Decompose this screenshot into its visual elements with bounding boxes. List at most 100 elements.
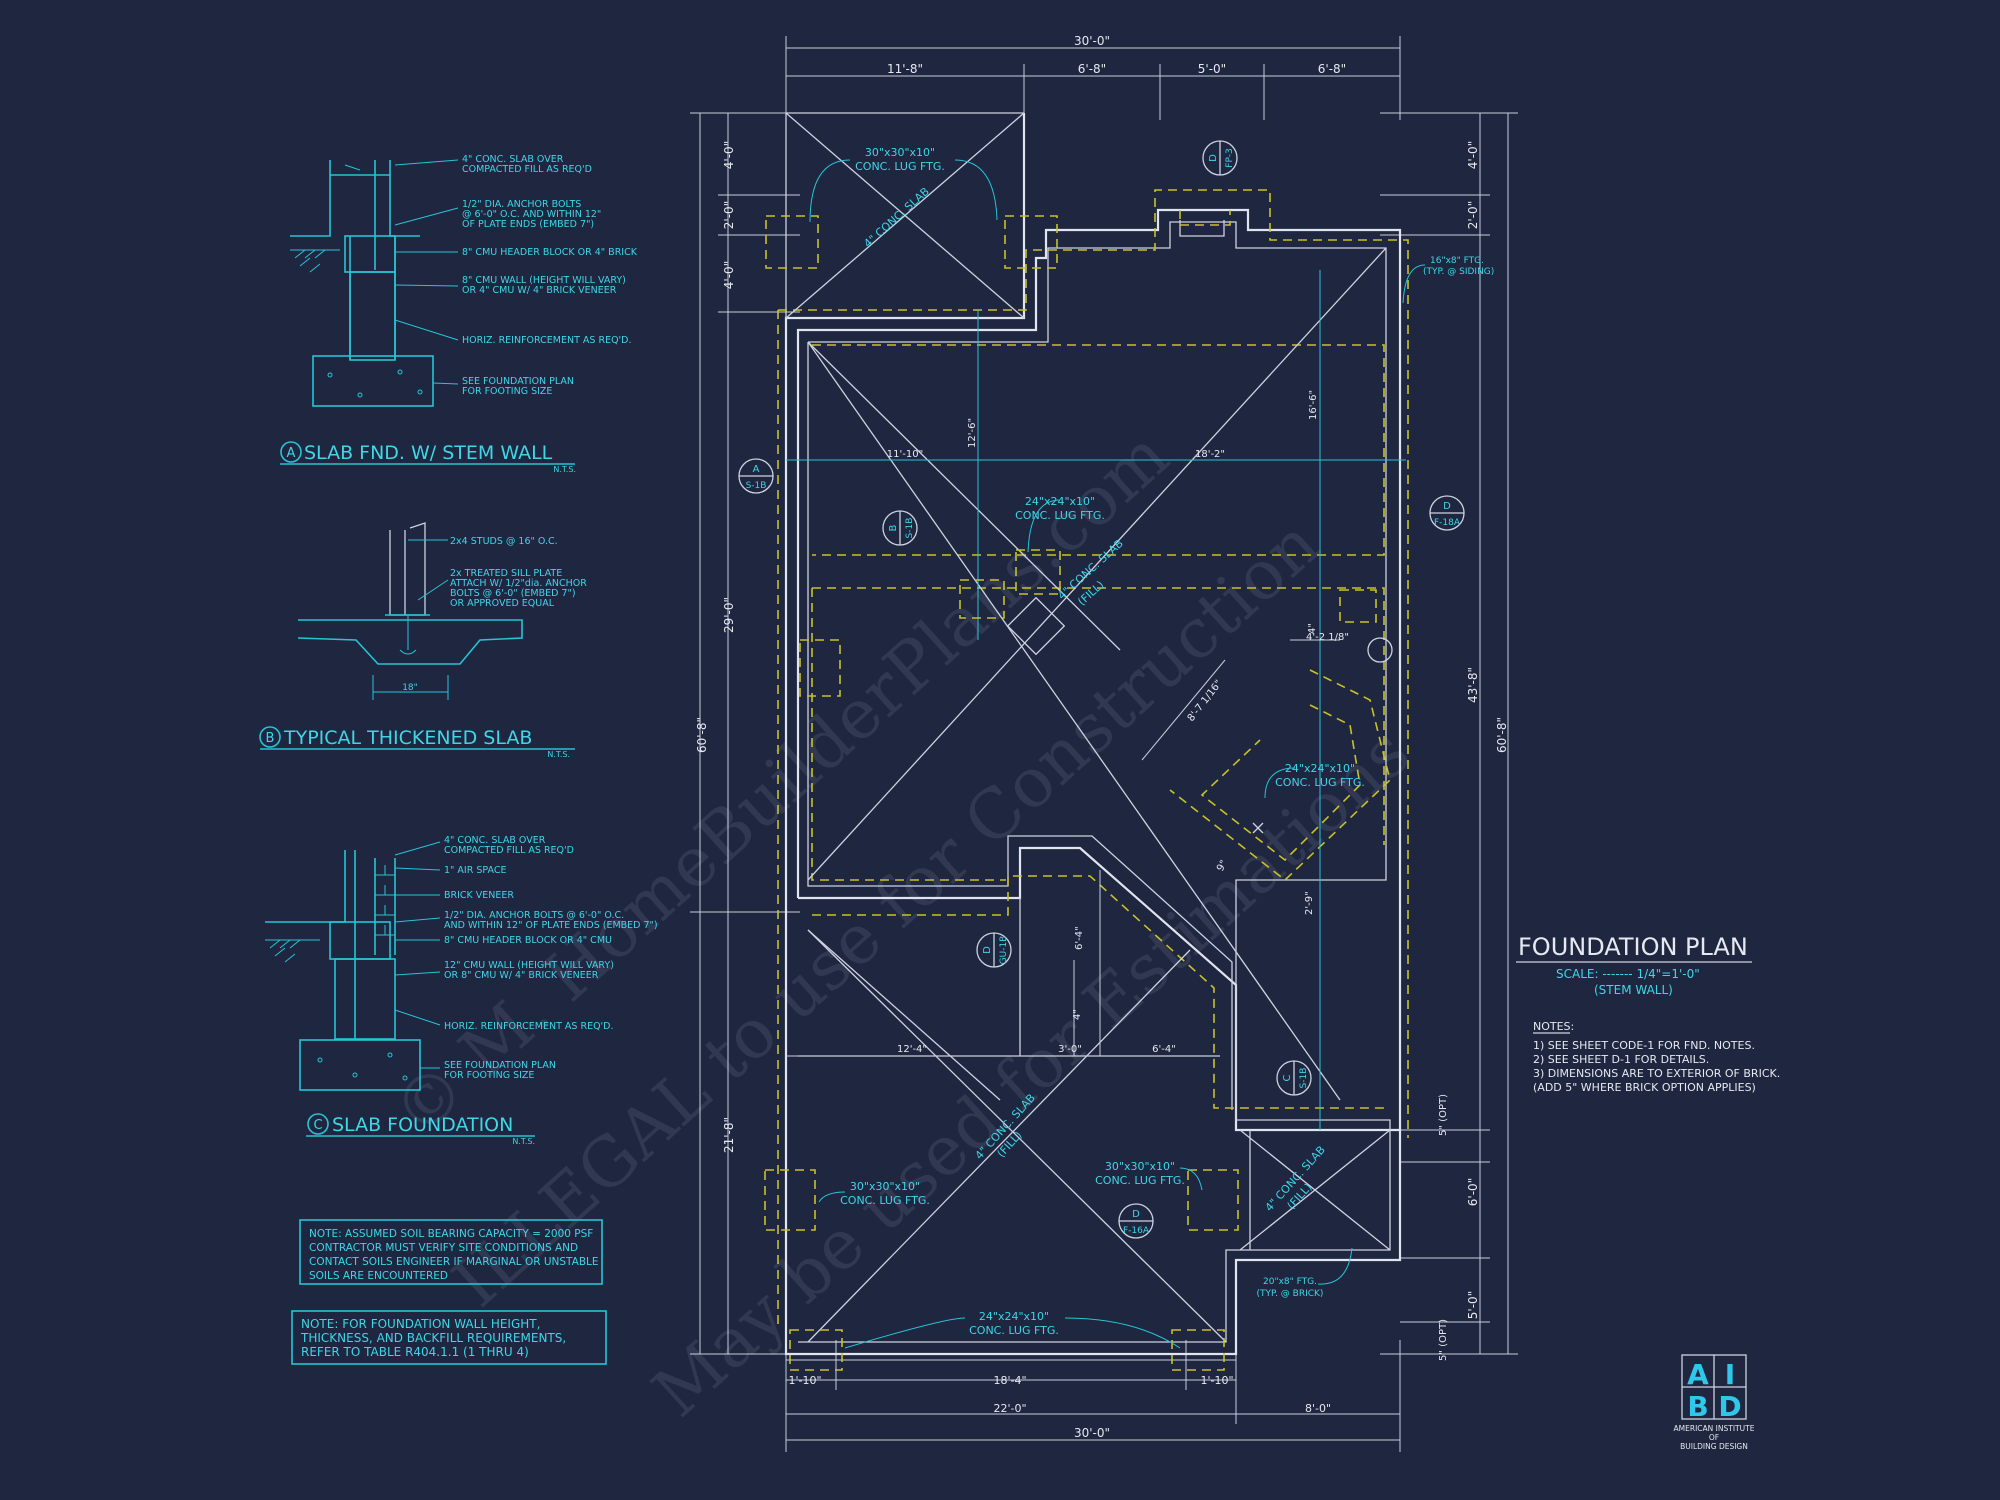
dim-bottom-3: 1'-10" xyxy=(1200,1374,1233,1387)
detail-b-note-3: ATTACH W/ 1/2"dia. ANCHOR xyxy=(450,578,587,589)
dim-left-overall: 60'-8" xyxy=(695,717,709,753)
idim-v-6-4: 6'-4" xyxy=(1074,926,1085,950)
detail-b-note-5: OR APPROVED EQUAL xyxy=(450,598,555,609)
label-lug-24-bottom-1: 24"x24"x10" xyxy=(979,1310,1049,1323)
detail-b-note-1: 2x4 STUDS @ 16" O.C. xyxy=(450,536,558,547)
dim-right-6: 5'-0" xyxy=(1466,1291,1480,1319)
dim-right-3: 43'-8" xyxy=(1466,667,1480,703)
label-lug-24-right-1: 24"x24"x10" xyxy=(1285,762,1355,775)
note-4: (ADD 5" WHERE BRICK OPTION APPLIES) xyxy=(1533,1081,1756,1094)
wall-note-line-1: NOTE: FOR FOUNDATION WALL HEIGHT, xyxy=(301,1317,540,1331)
svg-text:GU-1B: GU-1B xyxy=(999,936,1009,965)
detail-c-note-5: 1/2" DIA. ANCHOR BOLTS @ 6'-0" O.C. xyxy=(444,910,624,921)
logo-letter-d: D xyxy=(1718,1390,1741,1423)
wall-note-box: NOTE: FOR FOUNDATION WALL HEIGHT, THICKN… xyxy=(291,1310,607,1365)
soil-note-line-4: SOILS ARE ENCOUNTERED xyxy=(309,1270,448,1282)
detail-b-title: TYPICAL THICKENED SLAB xyxy=(283,727,532,749)
svg-text:S-1B: S-1B xyxy=(905,518,915,539)
svg-text:FP-3: FP-3 xyxy=(1225,148,1235,167)
detail-a-note-7: 8" CMU WALL (HEIGHT WILL VARY) xyxy=(462,275,626,286)
label-ftg-16-2: (TYP. @ SIDING) xyxy=(1423,267,1494,277)
detail-c-note-6: AND WITHIN 12" OF PLATE ENDS (EMBED 7") xyxy=(444,920,658,931)
section-callout-b: B S-1B xyxy=(882,510,918,546)
detail-a-tag: A xyxy=(287,446,296,461)
detail-a-title: SLAB FND. W/ STEM WALL xyxy=(304,442,553,464)
idim-row-a-2: 18'-2" xyxy=(1195,449,1225,460)
detail-c-title: SLAB FOUNDATION xyxy=(332,1114,513,1136)
label-lug-24-mid-2: CONC. LUG FTG. xyxy=(1015,509,1105,522)
detail-a-note-1: 4" CONC. SLAB OVER xyxy=(462,154,564,165)
dim-left-1: 4'-0" xyxy=(722,141,736,169)
idim-row-b-1: 12'-4" xyxy=(897,1044,927,1055)
plan-dimensions: 30'-0" 11'-8" 6'-8" 5'-0" 6'-8" 1'-10" 1… xyxy=(690,34,1518,1452)
label-lug-24-mid-1: 24"x24"x10" xyxy=(1025,495,1095,508)
logo-letter-b: B xyxy=(1687,1390,1708,1423)
detail-a: 4" CONC. SLAB OVER COMPACTED FILL AS REQ… xyxy=(280,154,638,474)
label-lug-30-top-1: 30"x30"x10" xyxy=(865,146,935,159)
label-lug-30-left-2: CONC. LUG FTG. xyxy=(840,1194,930,1207)
label-ftg-20-2: (TYP. @ BRICK) xyxy=(1257,1289,1324,1299)
plan-scale: SCALE: ------- 1/4"=1'-0" xyxy=(1556,967,1700,981)
detail-a-note-8: OR 4" CMU W/ 4" BRICK VENEER xyxy=(462,285,617,296)
soil-note-line-1: NOTE: ASSUMED SOIL BEARING CAPACITY = 20… xyxy=(309,1228,593,1240)
aibd-logo: A I B D AMERICAN INSTITUTE OF BUILDING D… xyxy=(1674,1354,1755,1451)
dim-bottom-2: 18'-4" xyxy=(993,1374,1026,1387)
soil-note-line-2: CONTRACTOR MUST VERIFY SITE CONDITIONS A… xyxy=(309,1242,578,1254)
idim-v-12-6: 12'-6" xyxy=(967,418,978,448)
svg-text:B: B xyxy=(888,524,899,531)
idim-d-4-2: 4'-2 1/8" xyxy=(1306,632,1349,643)
dim-top-1: 11'-8" xyxy=(887,62,923,76)
dim-left-5: 21'-8" xyxy=(722,1117,736,1153)
idim-row-b-2: 3'-0" xyxy=(1058,1044,1082,1055)
section-callout-a: A S-1B xyxy=(738,458,774,494)
detail-a-note-10: SEE FOUNDATION PLAN xyxy=(462,376,574,387)
detail-a-note-3: 1/2" DIA. ANCHOR BOLTS xyxy=(462,199,581,210)
svg-text:D: D xyxy=(982,946,993,954)
detail-c-note-3: 1" AIR SPACE xyxy=(444,865,506,876)
svg-text:S-1B: S-1B xyxy=(746,481,767,491)
idim-row-a-1: 11'-10" xyxy=(887,449,923,460)
svg-text:D: D xyxy=(1208,154,1219,162)
label-lug-30-right-1: 30"x30"x10" xyxy=(1105,1160,1175,1173)
dim-top-overall: 30'-0" xyxy=(1074,34,1110,48)
section-callout-gu1b: D GU-1B xyxy=(976,932,1012,968)
foundation-plan xyxy=(764,112,1409,1371)
wall-note-line-2: THICKNESS, AND BACKFILL REQUIREMENTS, xyxy=(300,1331,566,1345)
idim-row-b-3: 6'-4" xyxy=(1152,1044,1176,1055)
idim-v-4: 4" xyxy=(1072,1009,1083,1020)
logo-line-1: AMERICAN INSTITUTE xyxy=(1674,1424,1755,1433)
dim-top-4: 6'-8" xyxy=(1318,62,1346,76)
title-block: FOUNDATION PLAN SCALE: ------- 1/4"=1'-0… xyxy=(1516,933,1780,1094)
notes-heading: NOTES: xyxy=(1533,1020,1574,1033)
wall-note-line-3: REFER TO TABLE R404.1.1 (1 THRU 4) xyxy=(301,1345,529,1359)
detail-c-note-9: OR 8" CMU W/ 4" BRICK VENEER xyxy=(444,970,599,981)
logo-line-2: OF xyxy=(1709,1433,1719,1442)
svg-text:S-1B: S-1B xyxy=(1299,1068,1309,1089)
dim-left-4: 29'-0" xyxy=(722,597,736,633)
detail-c-note-1: 4" CONC. SLAB OVER xyxy=(444,835,546,846)
detail-b-nts: N.T.S. xyxy=(547,750,570,759)
detail-a-note-9: HORIZ. REINFORCEMENT AS REQ'D. xyxy=(462,335,632,346)
plan-subtitle: (STEM WALL) xyxy=(1594,983,1673,997)
plan-title: FOUNDATION PLAN xyxy=(1518,933,1748,961)
svg-text:D: D xyxy=(1132,1209,1140,1220)
idim-v-4b: 4" xyxy=(1307,623,1318,634)
detail-c-note-12: FOR FOOTING SIZE xyxy=(444,1070,534,1081)
detail-c-nts: N.T.S. xyxy=(512,1137,535,1146)
detail-c-note-8: 12" CMU WALL (HEIGHT WILL VARY) xyxy=(444,960,614,971)
section-callout-f18a: D F-18A xyxy=(1429,495,1465,531)
svg-text:A: A xyxy=(753,464,760,475)
detail-c-note-11: SEE FOUNDATION PLAN xyxy=(444,1060,556,1071)
soil-note-line-3: CONTACT SOILS ENGINEER IF MARGINAL OR UN… xyxy=(309,1256,599,1268)
detail-c: 4" CONC. SLAB OVER COMPACTED FILL AS REQ… xyxy=(265,835,658,1146)
section-callout-f16a: D F-16A xyxy=(1118,1203,1154,1239)
label-lug-30-right-2: CONC. LUG FTG. xyxy=(1095,1174,1185,1187)
label-lug-24-right-2: CONC. LUG FTG. xyxy=(1275,776,1365,789)
detail-a-nts: N.T.S. xyxy=(553,465,576,474)
svg-text:F-16A: F-16A xyxy=(1123,1226,1150,1236)
label-lug-30-left-1: 30"x30"x10" xyxy=(850,1180,920,1193)
dim-bottom-5: 8'-0" xyxy=(1305,1402,1331,1415)
detail-b-note-2: 2x TREATED SILL PLATE xyxy=(450,568,562,579)
dim-bottom-overall: 30'-0" xyxy=(1074,1426,1110,1440)
